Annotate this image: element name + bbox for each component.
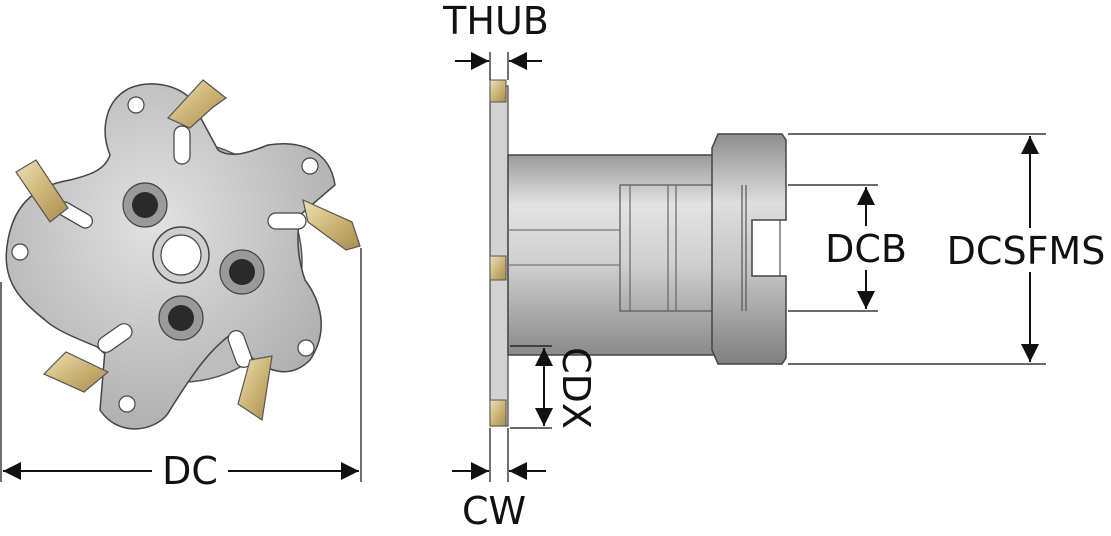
edge-insert [489, 255, 507, 281]
insert-pocket [227, 330, 253, 368]
screw [122, 182, 168, 228]
cdx-label: CDX [554, 347, 598, 429]
cdx-dimension: CDX [510, 345, 598, 429]
cw-label: CW [462, 489, 526, 533]
insert-pocket [267, 212, 307, 230]
cutting-insert [15, 159, 69, 223]
dcb-dimension: DCB [788, 184, 907, 312]
dcb-label: DCB [825, 227, 907, 271]
dcsfms-dimension: DCSFMS [788, 133, 1106, 365]
shaft-bore [619, 184, 781, 312]
insert-pocket [97, 323, 133, 353]
cutting-insert [302, 198, 361, 251]
insert-pocket [173, 125, 191, 165]
edge-insert [489, 79, 507, 103]
bolt-hole [301, 157, 319, 175]
flange [711, 133, 787, 365]
bolt-hole [297, 339, 315, 357]
thub-label: THUB [442, 0, 549, 43]
front-view [5, 79, 361, 430]
bolt-hole [118, 395, 136, 413]
edge-insert [489, 399, 507, 427]
cutting-insert [166, 79, 228, 129]
center-bore-inner [160, 234, 202, 276]
thub-dimension: THUB [442, 0, 549, 80]
dc-label: DC [162, 449, 218, 493]
cw-dimension: CW [452, 428, 546, 533]
bolt-hole [127, 96, 145, 114]
side-view [489, 79, 787, 427]
screw [158, 295, 204, 341]
shaft [507, 154, 721, 356]
screw [219, 249, 265, 295]
dcsfms-label: DCSFMS [947, 229, 1106, 273]
cutting-insert [237, 355, 273, 422]
bolt-hole [11, 243, 29, 261]
dc-dimension: DC [0, 248, 362, 493]
cutting-insert [42, 351, 110, 393]
